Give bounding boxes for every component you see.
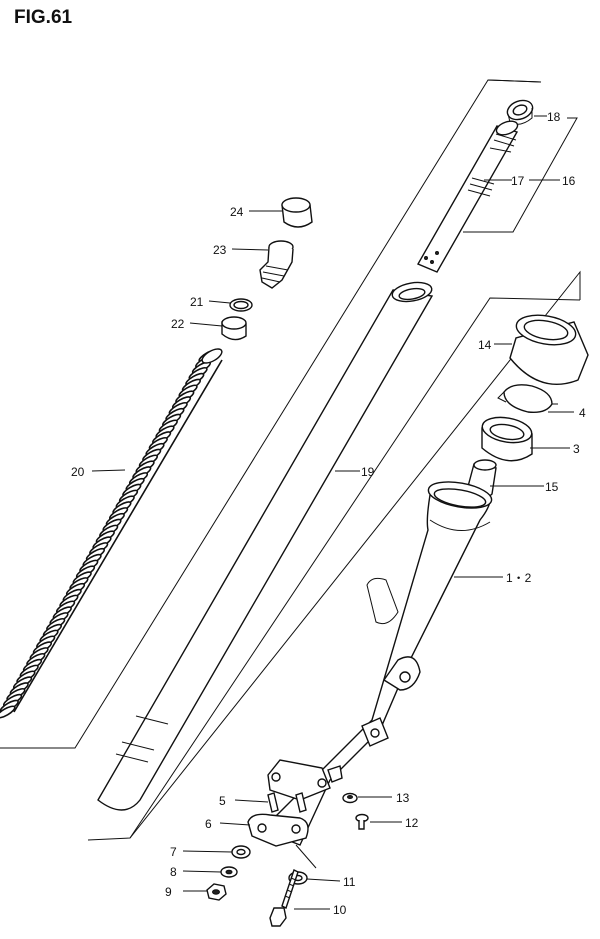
part-14-dust-seal	[509, 314, 589, 386]
label-23: 23	[213, 243, 227, 257]
label-18: 18	[547, 110, 561, 124]
label-5: 5	[219, 794, 226, 808]
part-18-seal	[506, 99, 534, 125]
part-1-2-outer-tube	[260, 481, 493, 846]
group-outlines	[0, 79, 581, 841]
label-21: 21	[190, 295, 204, 309]
figure-title: FIG.61	[14, 7, 73, 28]
part-21-o-ring	[229, 298, 253, 312]
part-19-inner-tube	[97, 281, 434, 811]
label-13: 13	[396, 791, 410, 805]
part-12-screw	[355, 813, 369, 830]
part-9-nut	[206, 883, 227, 901]
label-4: 4	[579, 406, 586, 420]
part-20-spring	[0, 348, 223, 719]
callout-labels: 18 17 16 24 23 21 22 14 4 3 20 19 15 1・2…	[71, 110, 586, 917]
part-8-washer	[220, 866, 238, 878]
label-7: 7	[170, 845, 177, 859]
label-24: 24	[230, 205, 244, 219]
label-8: 8	[170, 865, 177, 879]
part-6-axle-holder	[247, 813, 309, 847]
label-6: 6	[205, 817, 212, 831]
leader-lines	[91, 115, 574, 910]
part-13-nut	[342, 792, 358, 804]
label-3: 3	[573, 442, 580, 456]
label-19: 19	[361, 465, 375, 479]
label-10: 10	[333, 903, 347, 917]
part-4-stopper-ring	[497, 384, 558, 414]
label-11: 11	[343, 875, 356, 889]
part-10-bolt	[269, 869, 299, 927]
label-9: 9	[165, 885, 172, 899]
label-1-2: 1・2	[506, 571, 532, 585]
part-22-spacer	[221, 316, 247, 341]
part-17-damper-rod	[416, 120, 519, 273]
part-23-valve-bolt	[259, 240, 294, 289]
spring-coil	[0, 705, 16, 719]
label-15: 15	[545, 480, 559, 494]
label-14: 14	[478, 338, 492, 352]
part-3-oil-seal	[481, 416, 533, 462]
part-7-washer	[231, 845, 251, 859]
part-5-stud-bolts	[267, 792, 307, 813]
label-20: 20	[71, 465, 85, 479]
label-17: 17	[511, 174, 525, 188]
label-12: 12	[405, 816, 419, 830]
label-16: 16	[562, 174, 576, 188]
part-24-cap	[281, 197, 313, 228]
label-22: 22	[171, 317, 185, 331]
